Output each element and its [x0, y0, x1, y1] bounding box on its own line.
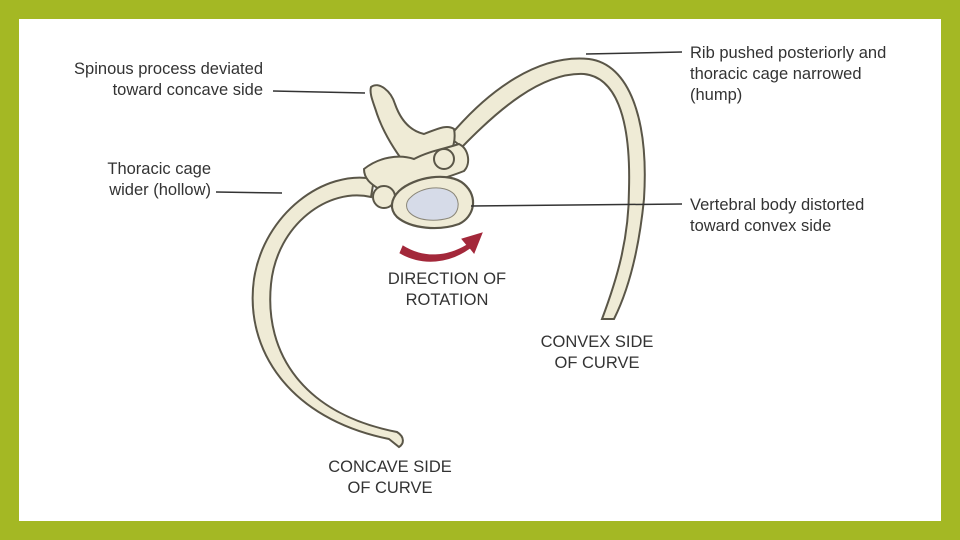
- leader-rib-pushed: [585, 51, 683, 55]
- label-convex-side: CONVEX SIDE OF CURVE: [540, 333, 654, 372]
- label-rib-pushed: Rib pushed posteriorly and thoracic cage…: [690, 44, 887, 104]
- label-thoracic-cage-wider: Thoracic cage wider (hollow): [107, 160, 211, 199]
- joint-knob-right: [433, 148, 455, 170]
- spinous-process: [369, 84, 456, 170]
- label-vertebral-body: Vertebral body distorted toward convex s…: [690, 196, 865, 235]
- left-rib: [251, 176, 404, 449]
- label-concave-side: CONCAVE SIDE OF CURVE: [328, 458, 452, 497]
- vertebral-body-center: [406, 187, 459, 221]
- leader-thoracic-wider: [215, 191, 283, 194]
- diagram-frame: Spinous process deviated toward concave …: [19, 19, 941, 521]
- leader-spinous: [272, 90, 366, 94]
- scoliosis-rotation-diagram: [215, 51, 683, 449]
- right-rib: [447, 57, 646, 320]
- leader-vertebral-body: [470, 203, 683, 207]
- label-direction-of-rotation: DIRECTION OF ROTATION: [387, 270, 507, 309]
- rotation-arrow: [399, 232, 483, 262]
- label-spinous-process: Spinous process deviated toward concave …: [74, 60, 263, 99]
